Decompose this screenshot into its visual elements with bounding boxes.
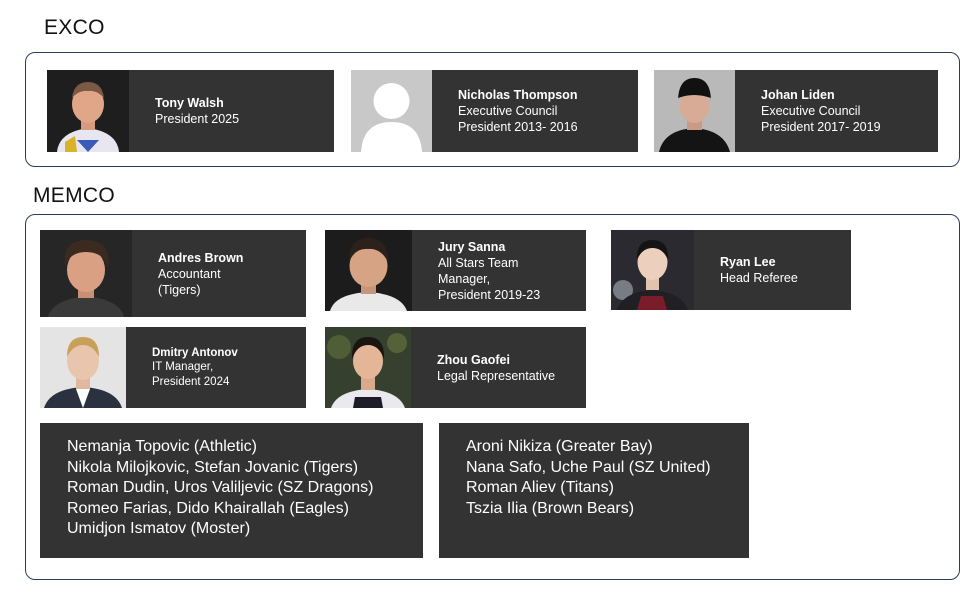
memco-title: MEMCO (33, 184, 115, 207)
club-reps-left-box: Nemanja Topovic (Athletic) Nikola Milojk… (40, 423, 423, 558)
memco-card-dmitry-antonov: Dmitry Antonov IT Manager, President 202… (40, 327, 306, 408)
member-info: Andres Brown Accountant (Tigers) (132, 230, 306, 317)
memco-card-ryan-lee: Ryan Lee Head Referee (611, 230, 851, 310)
placeholder-avatar-icon (351, 70, 432, 152)
exco-card-tony-walsh: Tony Walsh President 2025 (47, 70, 334, 152)
member-photo (40, 327, 126, 408)
member-role: IT Manager, (152, 361, 214, 374)
member-role: Manager, (438, 271, 491, 286)
member-role: President 2017- 2019 (761, 120, 881, 134)
member-photo (47, 70, 129, 152)
member-photo (325, 327, 411, 408)
member-info: Nicholas Thompson Executive Council Pres… (432, 70, 638, 152)
member-role: President 2024 (152, 375, 230, 388)
club-rep-item: Nikola Milojkovic, Stefan Jovanic (Tiger… (67, 458, 359, 476)
club-rep-item: Roman Dudin, Uros Valiljevic (SZ Dragons… (67, 479, 374, 497)
memco-card-andres-brown: Andres Brown Accountant (Tigers) (40, 230, 306, 317)
memco-card-zhou-gaofei: Zhou Gaofei Legal Representative (325, 327, 586, 408)
member-role: Legal Representative (437, 368, 556, 383)
member-role: Executive Council (458, 104, 558, 118)
member-role: (Tigers) (158, 282, 201, 297)
member-info: Johan Liden Executive Council President … (735, 70, 938, 152)
member-info: Zhou Gaofei Legal Representative (411, 327, 586, 408)
club-rep-item: Nana Safo, Uche Paul (SZ United) (466, 458, 711, 476)
member-role: Accountant (158, 266, 221, 281)
member-role: President 2025 (155, 112, 240, 126)
club-rep-item: Nemanja Topovic (Athletic) (67, 438, 258, 455)
member-info: Jury Sanna All Stars Team Manager, Presi… (412, 230, 586, 311)
member-name: Andres Brown (158, 250, 244, 265)
member-name: Nicholas Thompson (458, 88, 578, 102)
member-photo (611, 230, 694, 310)
exco-card-nicholas-thompson: Nicholas Thompson Executive Council Pres… (351, 70, 638, 152)
member-photo (325, 230, 412, 311)
club-rep-item: Tszia Ilia (Brown Bears) (466, 499, 635, 517)
member-info: Tony Walsh President 2025 (129, 70, 334, 152)
memco-card-jury-sanna: Jury Sanna All Stars Team Manager, Presi… (325, 230, 586, 311)
member-name: Johan Liden (761, 88, 835, 102)
club-rep-item: Aroni Nikiza (Greater Bay) (466, 438, 653, 455)
member-name: Ryan Lee (720, 255, 776, 269)
member-role: President 2013- 2016 (458, 120, 578, 134)
member-photo (40, 230, 132, 317)
member-role: Head Referee (720, 271, 798, 285)
member-info: Dmitry Antonov IT Manager, President 202… (126, 327, 306, 408)
exco-title: EXCO (44, 16, 105, 39)
exco-card-johan-liden: Johan Liden Executive Council President … (654, 70, 938, 152)
member-photo (654, 70, 735, 152)
member-role: All Stars Team (438, 255, 519, 270)
club-rep-item: Romeo Farias, Dido Khairallah (Eagles) (67, 499, 349, 517)
member-role: President 2019-23 (438, 287, 541, 302)
club-rep-item: Roman Aliev (Titans) (466, 479, 614, 497)
member-name: Dmitry Antonov (152, 346, 238, 359)
club-reps-right-box: Aroni Nikiza (Greater Bay) Nana Safo, Uc… (439, 423, 749, 558)
member-name: Jury Sanna (438, 239, 506, 254)
member-info: Ryan Lee Head Referee (694, 230, 851, 310)
member-name: Zhou Gaofei (437, 352, 510, 367)
member-name: Tony Walsh (155, 96, 224, 110)
club-rep-item: Umidjon Ismatov (Moster) (67, 520, 251, 538)
member-role: Executive Council (761, 104, 861, 118)
